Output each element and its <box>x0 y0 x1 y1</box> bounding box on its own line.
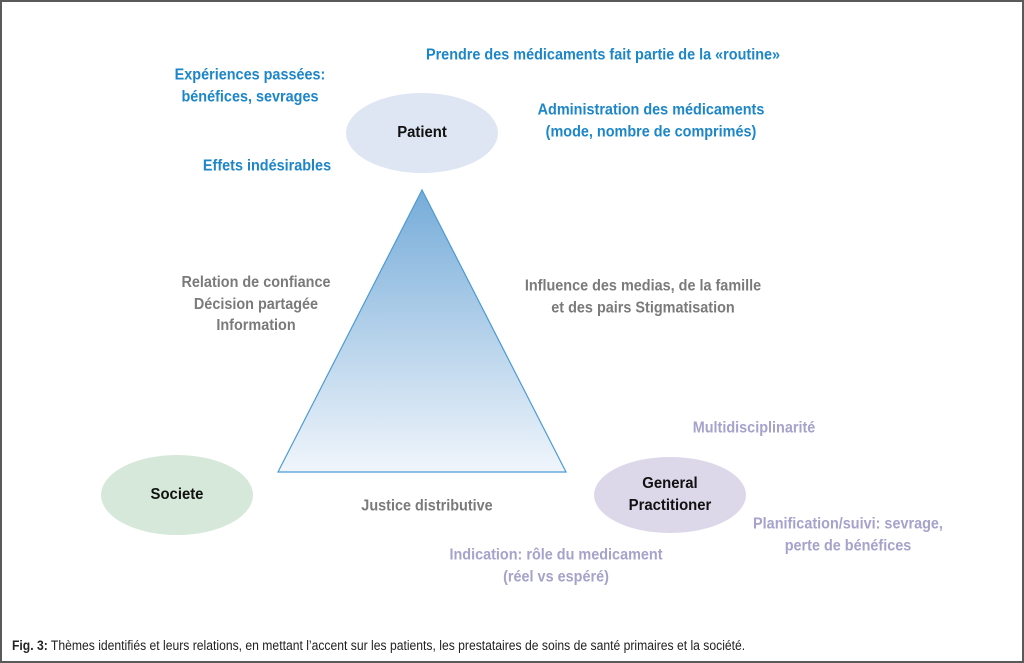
theme-planification-line2: perte de bénéfices <box>784 537 912 554</box>
theme-administration: Administration des médicaments (mode, no… <box>538 100 765 143</box>
theme-routine: Prendre des médicaments fait partie de l… <box>425 46 781 64</box>
theme-influence-line1: Influence des medias, de la famille <box>524 277 762 295</box>
patient-node-shape <box>346 93 498 173</box>
caption-text: Thèmes identifiés et leurs relations, en… <box>47 638 746 653</box>
theme-influence-line2: et des pairs Stigmatisation <box>551 299 735 316</box>
theme-experiences-line1: Expériences passées: <box>174 66 326 84</box>
theme-experiences-line2: bénéfices, sevrages <box>181 88 319 105</box>
figure-caption: Fig. 3: Thèmes identifiés et leurs relat… <box>12 638 745 653</box>
theme-justice: Justice distributive <box>361 497 493 515</box>
theme-relation-line1: Relation de confiance <box>181 273 331 291</box>
theme-relation-line3: Information <box>216 316 296 334</box>
theme-influence: Influence des medias, de la famille et d… <box>525 276 761 319</box>
theme-indication: Indication: rôle du medicament (réel vs … <box>449 545 662 588</box>
gp-node-shape <box>594 457 746 533</box>
societe-node-shape <box>101 455 253 535</box>
theme-planification-line1: Planification/suivi: sevrage, <box>753 515 943 533</box>
patient-node-label: Patient <box>397 124 447 141</box>
gp-label-line1: General <box>642 475 698 492</box>
theme-planification: Planification/suivi: sevrage, perte de b… <box>753 514 943 557</box>
caption-label: Fig. 3: <box>12 638 48 653</box>
theme-multidisciplinarite: Multidisciplinarité <box>692 419 816 437</box>
gp-node-label: General Practitioner <box>629 473 712 517</box>
theme-relation: Relation de confiance Décision partagée … <box>182 272 331 337</box>
theme-experiences: Expériences passées: bénéfices, sevrages <box>175 65 326 108</box>
theme-effets: Effets indésirables <box>202 157 332 175</box>
theme-administration-line2: (mode, nombre de comprimés) <box>545 123 757 140</box>
gp-label-line2: Practitioner <box>628 497 712 514</box>
theme-indication-line1: Indication: rôle du medicament <box>449 546 663 564</box>
societe-node-label: Societe <box>150 486 204 503</box>
theme-indication-line2: (réel vs espéré) <box>503 568 609 585</box>
theme-relation-line2: Décision partagée <box>193 295 319 313</box>
theme-administration-line1: Administration des médicaments <box>537 101 765 119</box>
central-triangle <box>277 188 567 473</box>
